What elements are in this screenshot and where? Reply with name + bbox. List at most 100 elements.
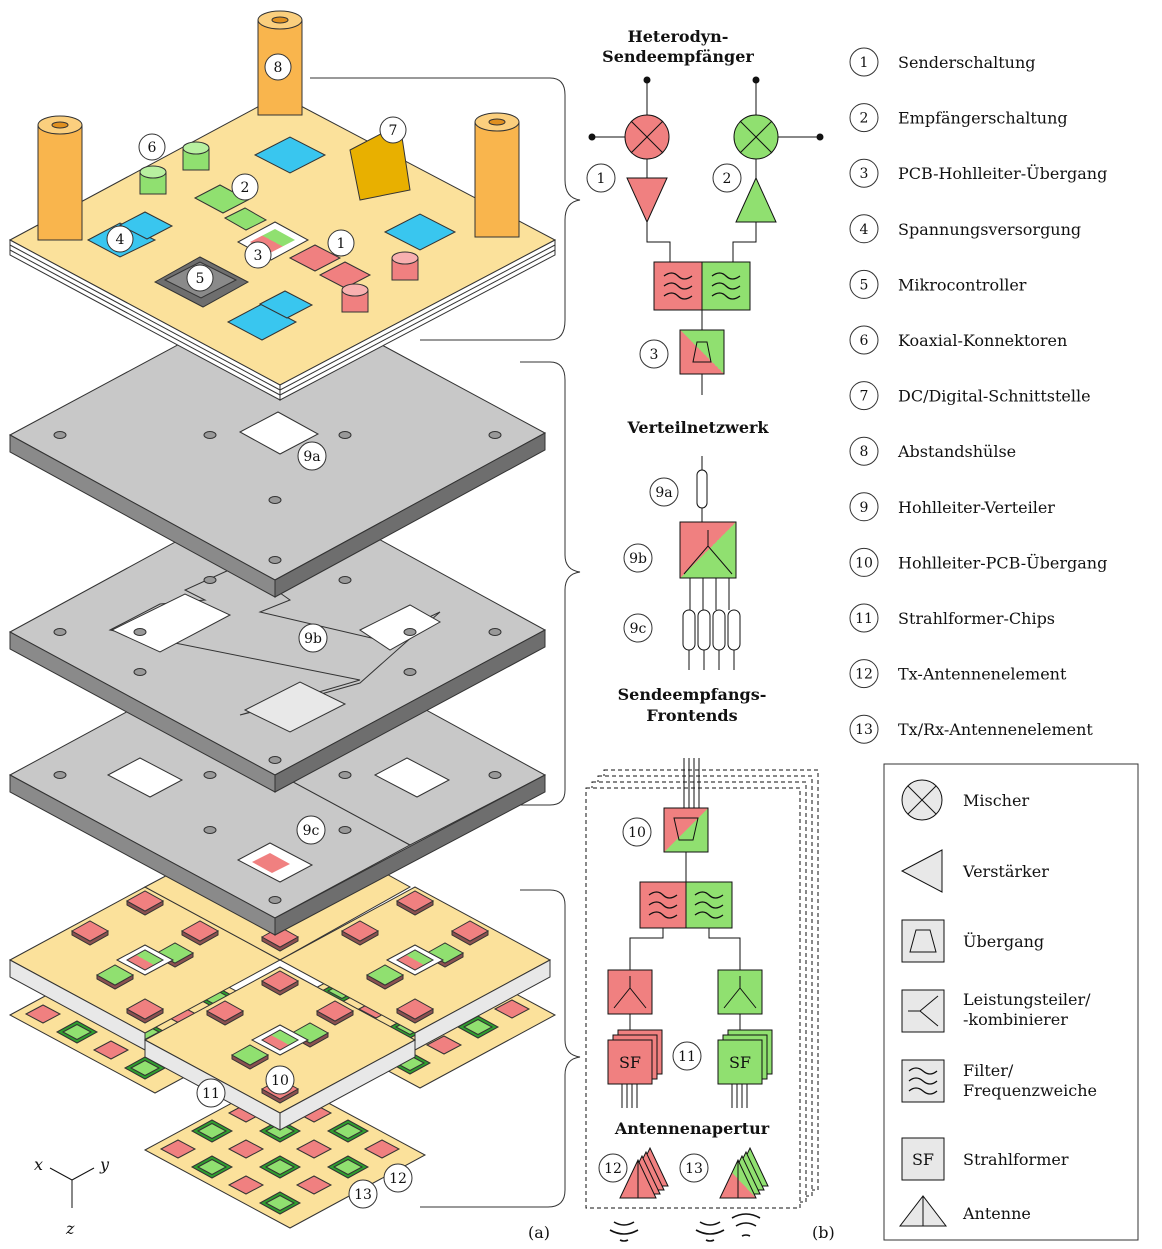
svg-text:SF: SF — [729, 1053, 751, 1072]
antenna-element-trx-inner — [264, 1194, 296, 1212]
callout-3: 3 — [244, 241, 272, 269]
callout-12: 12 — [383, 1163, 413, 1193]
svg-text:2: 2 — [241, 180, 250, 196]
callout-9b: 9b — [298, 623, 328, 653]
antenna-element-trx-inner — [332, 1122, 364, 1140]
legend-number-badge — [849, 381, 879, 411]
frontend-chip — [70, 920, 110, 942]
rx-splitter — [717, 969, 763, 1015]
screw-hole — [403, 668, 417, 676]
frontend-chip — [315, 1000, 355, 1022]
svg-text:9b: 9b — [629, 551, 647, 567]
antenna-element-trx-inner — [462, 1018, 494, 1036]
transceiver-title-line2: Sendeempfänger — [602, 47, 754, 66]
callout-1: 1 — [327, 229, 355, 257]
svg-text:5: 5 — [196, 271, 205, 287]
legend-text: Hohlleiter-PCB-Übergang — [898, 552, 1107, 572]
legend-number-badge — [849, 436, 879, 466]
legend-number-badge — [849, 659, 879, 689]
screw-hole — [488, 771, 502, 779]
svg-text:3: 3 — [254, 248, 263, 264]
screw-hole — [53, 628, 67, 636]
svg-text:11: 11 — [678, 1049, 696, 1065]
transition-icon — [901, 919, 945, 963]
waveguide-pcb-transition — [663, 807, 709, 853]
legend-text: PCB-Hohlleiter-Übergang — [898, 163, 1107, 183]
legend-number: 2 — [860, 111, 869, 127]
antenna-element-trx-inner — [196, 1122, 228, 1140]
svg-text:10: 10 — [628, 825, 646, 841]
svg-text:9b: 9b — [304, 631, 322, 647]
spacer-left — [37, 115, 83, 241]
axis-triad — [49, 1167, 95, 1208]
svg-text:12: 12 — [389, 1171, 407, 1187]
antenna-element-tx — [363, 1139, 401, 1159]
svg-text:8: 8 — [274, 60, 283, 76]
legend-text: DC/Digital-Schnittstelle — [898, 387, 1091, 406]
legend-number: 10 — [855, 555, 873, 571]
trx-antennas — [719, 1146, 769, 1199]
screw-hole — [203, 431, 217, 439]
screw-holes — [53, 306, 502, 904]
callout-11: 11 — [196, 1078, 226, 1108]
frontends-title-line1: Sendeempfangs- — [618, 685, 767, 704]
filter-icon — [901, 1059, 945, 1103]
callout-b-12: 12 — [598, 1153, 628, 1183]
legend-number-badge — [849, 325, 879, 355]
legend-number: 8 — [860, 444, 869, 460]
diplexer-bottom — [639, 881, 733, 929]
callout-10: 10 — [265, 1065, 295, 1095]
callout-5: 5 — [186, 264, 214, 292]
legend-number-badge — [849, 214, 879, 244]
screw-hole — [338, 826, 352, 834]
legend-number-badge — [849, 103, 879, 133]
legend-amplifier-text: Verstärker — [962, 862, 1049, 881]
legend-text: Spannungsversorgung — [898, 220, 1081, 239]
legend-number-badge — [849, 269, 879, 299]
screw-hole — [268, 556, 282, 564]
screw-hole — [53, 431, 67, 439]
legend-number: 1 — [860, 55, 869, 71]
svg-text:9c: 9c — [303, 823, 320, 839]
callout-2: 2 — [231, 173, 259, 201]
frontend-chip — [260, 970, 300, 992]
legend-splitter-text-2: -kombinierer — [963, 1010, 1068, 1029]
legend-number: 3 — [860, 166, 869, 182]
network-title: Verteilnetzwerk — [626, 418, 769, 437]
radiation-waves — [609, 1213, 761, 1242]
waveguides-9c — [682, 578, 741, 670]
svg-text:9a: 9a — [303, 449, 320, 465]
axis-y-label: y — [99, 1155, 110, 1174]
block-diagram: Heterodyn- Sendeempfänger — [585, 27, 835, 1242]
spacer-right — [474, 112, 520, 238]
frontend-chip — [95, 964, 135, 986]
svg-text:1: 1 — [597, 171, 606, 187]
frontend-chip — [395, 998, 435, 1020]
diplexer-top — [653, 261, 751, 311]
legend-text: Mikrocontroller — [898, 275, 1027, 294]
antenna-element-trx-inner — [129, 1059, 161, 1077]
legend-beamformer-text: Strahlformer — [963, 1150, 1069, 1169]
legend-text: Tx-Antennenelement — [898, 665, 1067, 684]
frontend-chip — [365, 964, 405, 986]
frontend-chip — [230, 1044, 270, 1066]
legend-number-badge — [849, 714, 879, 744]
frontend-transition — [260, 1029, 300, 1051]
legend-transition-text: Übergang — [963, 931, 1044, 951]
callout-6: 6 — [138, 133, 166, 161]
screw-hole — [203, 771, 217, 779]
legend-number: 11 — [855, 611, 873, 627]
callout-9a: 9a — [297, 441, 327, 471]
svg-text:10: 10 — [271, 1073, 289, 1089]
svg-text:9a: 9a — [655, 485, 672, 501]
legend-number: 6 — [860, 333, 869, 349]
beamformer-icon: SF — [901, 1137, 945, 1181]
legend-text: Empfängerschaltung — [898, 109, 1068, 128]
svg-text:9c: 9c — [630, 621, 647, 637]
antenna-element-trx-inner — [332, 1158, 364, 1176]
screw-hole — [488, 431, 502, 439]
